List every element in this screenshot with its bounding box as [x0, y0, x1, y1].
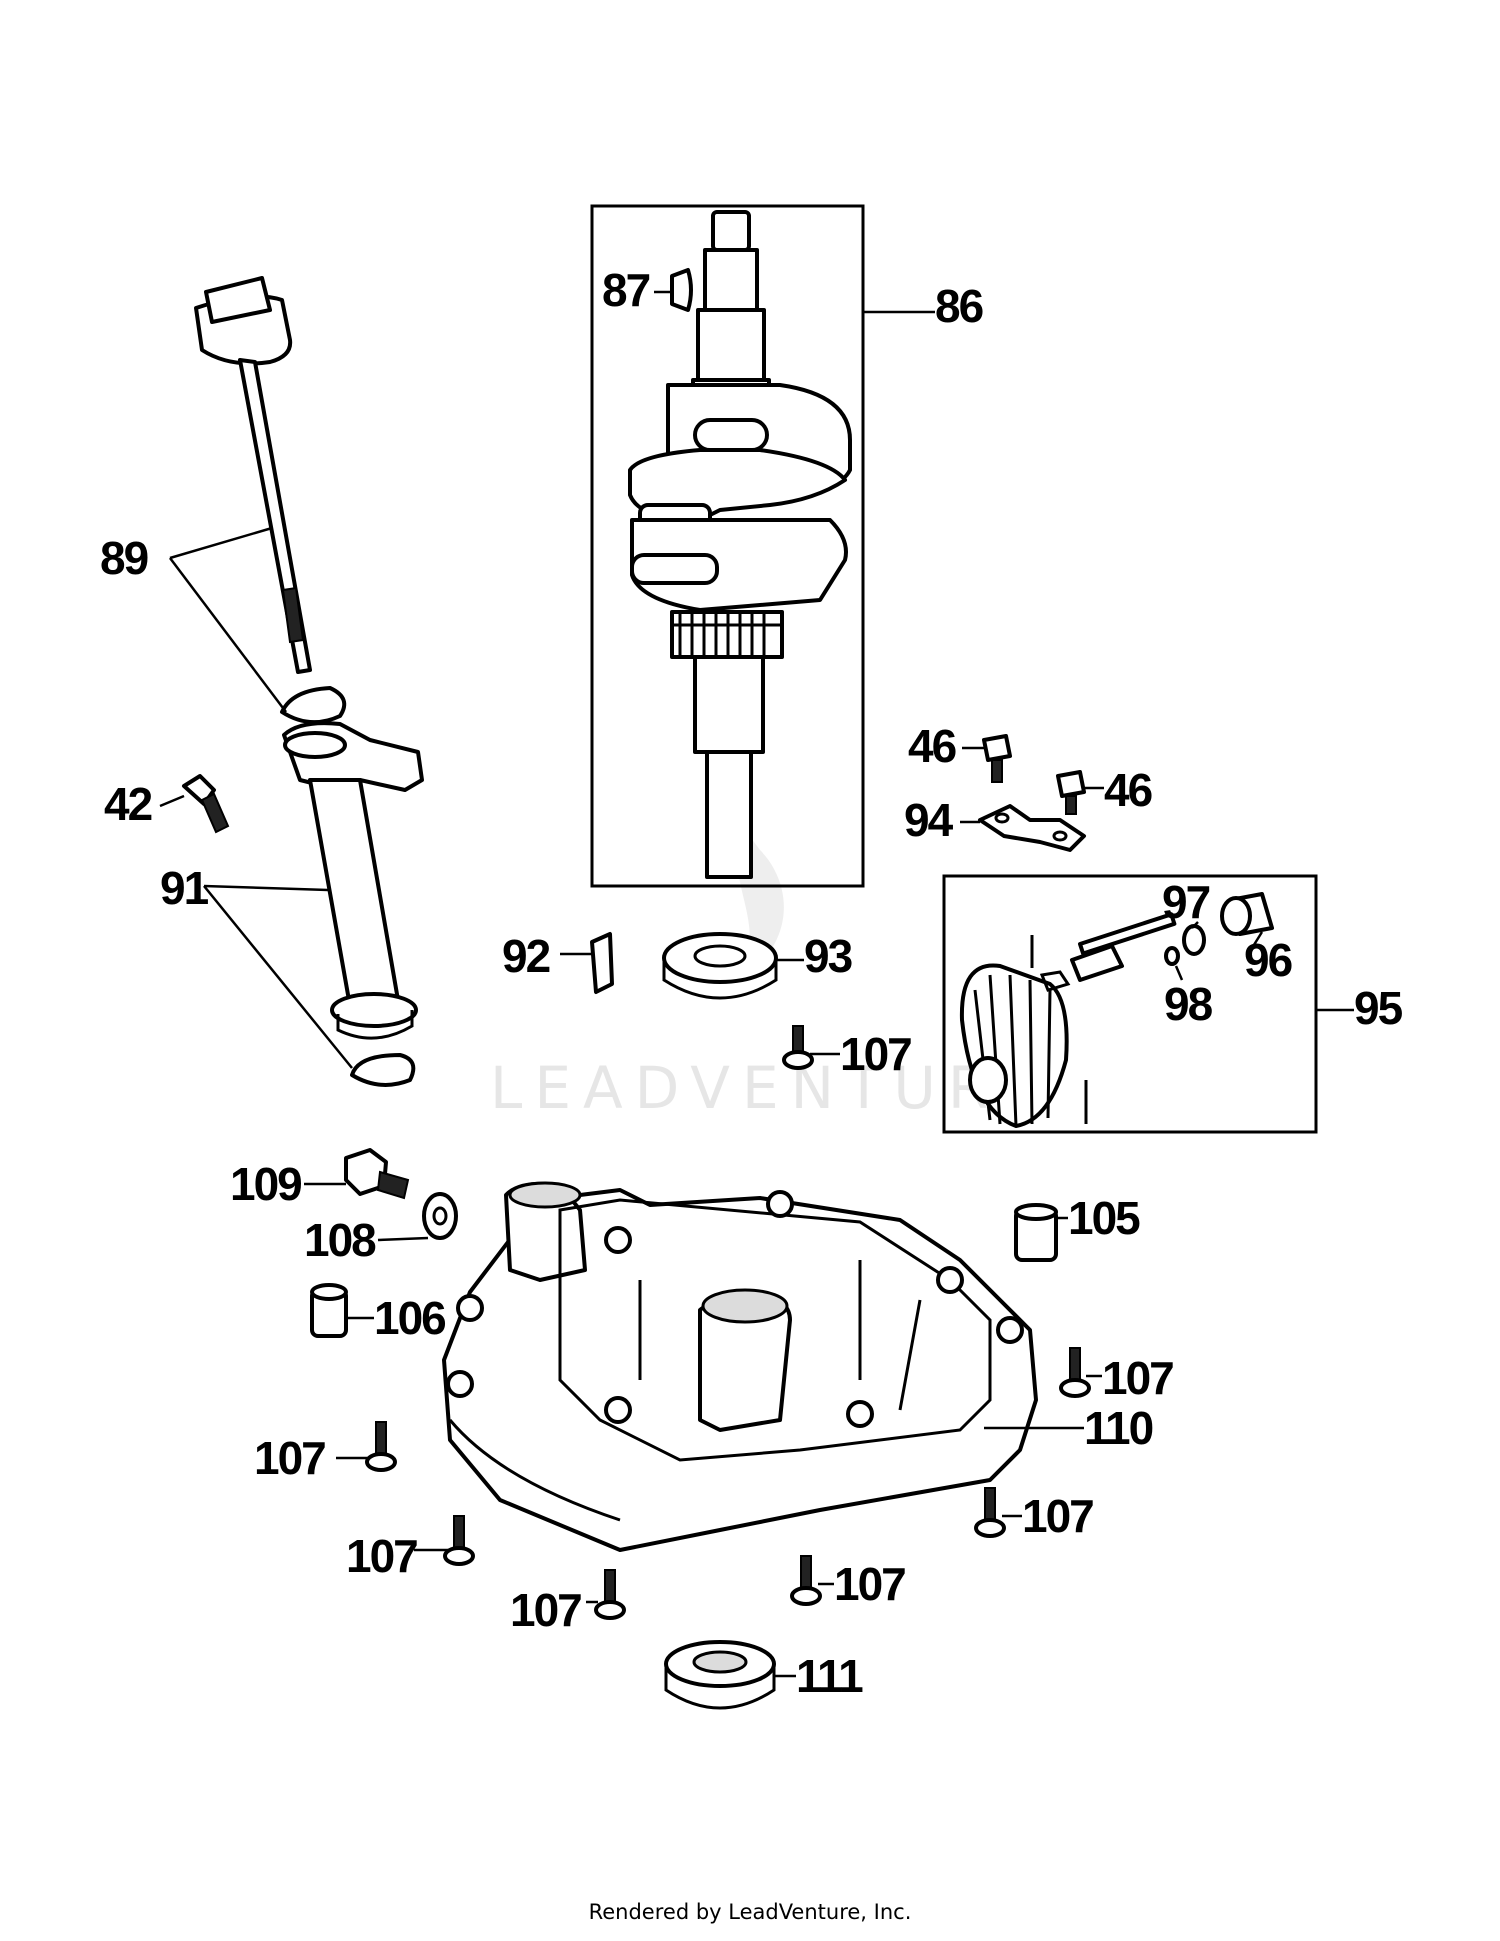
callout-106: 106 — [374, 1292, 445, 1344]
bolt-107c-icon — [365, 1421, 397, 1472]
callout-92: 92 — [502, 930, 550, 982]
callout-105: 105 — [1068, 1192, 1140, 1244]
footer-credit: Rendered by LeadVenture, Inc. — [588, 1900, 912, 1924]
ring-98-icon — [1164, 946, 1180, 966]
callout-98: 98 — [1164, 978, 1213, 1030]
bolt-107b-icon — [1059, 1347, 1091, 1398]
callout-42: 42 — [104, 778, 152, 830]
bolt-107d-icon — [443, 1515, 475, 1566]
leader-98 — [1174, 965, 1184, 981]
dipstick-icon — [194, 276, 312, 674]
callout-96: 96 — [1244, 934, 1292, 986]
callout-107b: 107 — [1102, 1352, 1173, 1404]
bolt-107g-icon — [974, 1487, 1006, 1538]
bolt-107a-icon — [782, 1025, 814, 1070]
callout-107d: 107 — [346, 1530, 417, 1582]
callout-111: 111 — [796, 1650, 863, 1702]
washer-97-icon — [1182, 924, 1206, 956]
crankshaft-icon — [628, 210, 852, 879]
leader-91b — [203, 885, 353, 1069]
callout-95: 95 — [1354, 982, 1403, 1034]
callout-107g: 107 — [1022, 1490, 1093, 1542]
bushing-96-icon — [1220, 892, 1274, 936]
callout-107a: 107 — [840, 1028, 911, 1080]
crankshaft-box — [590, 204, 865, 888]
washer-108-icon — [422, 1192, 458, 1240]
sleeve-105-icon — [1014, 1203, 1058, 1262]
leader-91a — [203, 884, 329, 892]
woodruff-key-icon — [670, 268, 693, 312]
callout-86: 86 — [935, 280, 983, 332]
callout-108: 108 — [304, 1214, 376, 1266]
governor-gear-icon — [959, 912, 1177, 1128]
plate-94-icon — [978, 804, 1086, 852]
dipstick-tube-icon — [282, 721, 424, 1040]
callout-46a: 46 — [908, 720, 956, 772]
leader-108 — [377, 1236, 429, 1242]
leader-89a — [169, 526, 273, 560]
crankcase-cover-icon — [442, 1181, 1038, 1552]
callout-93: 93 — [804, 930, 852, 982]
leader-97 — [1191, 921, 1199, 929]
callout-110: 110 — [1084, 1402, 1153, 1454]
watermark-text: LEADVENTURE — [490, 1054, 1049, 1122]
callout-46b: 46 — [1104, 764, 1152, 816]
bolt-107f-icon — [790, 1555, 822, 1606]
screw-42-icon — [182, 774, 230, 834]
dipstick-gasket-icon — [280, 686, 347, 724]
oil-seal-111-icon — [664, 1640, 776, 1710]
bolt-109-icon — [344, 1148, 410, 1200]
clip-92-icon — [590, 932, 614, 994]
callout-107c: 107 — [254, 1432, 325, 1484]
callout-109: 109 — [230, 1158, 301, 1210]
callout-89: 89 — [100, 532, 148, 584]
tube-gasket-icon — [350, 1053, 416, 1087]
watermark: LEADVENTURE — [490, 830, 1049, 1122]
governor-box — [942, 874, 1318, 1134]
bolt-46a-icon — [982, 734, 1012, 783]
callout-94: 94 — [904, 794, 954, 846]
callout-97: 97 — [1162, 876, 1210, 928]
callout-87: 87 — [602, 264, 650, 316]
leader-89b — [169, 557, 287, 713]
callout-107f: 107 — [834, 1558, 905, 1610]
callout-91: 91 — [160, 862, 209, 914]
leader-42 — [159, 794, 185, 808]
bolt-46b-icon — [1056, 770, 1086, 815]
callout-107e: 107 — [510, 1584, 581, 1636]
leader-96 — [1250, 931, 1264, 949]
bolt-107e-icon — [594, 1569, 626, 1620]
sleeve-106-icon — [310, 1283, 348, 1338]
washer-93-icon — [662, 932, 778, 1000]
